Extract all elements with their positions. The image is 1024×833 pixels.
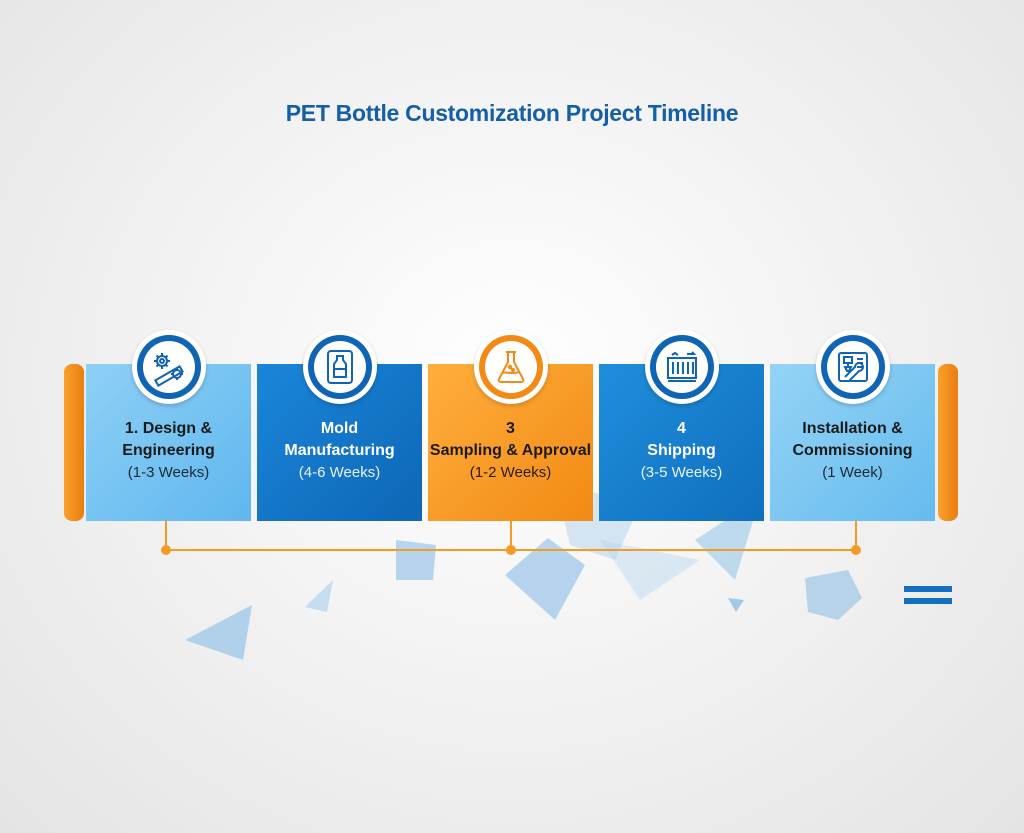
- stage-icon-badge: [815, 330, 890, 404]
- stage-icon-badge: [131, 330, 206, 404]
- timeline-connector: [161, 521, 861, 555]
- page-title: PET Bottle Customization Project Timelin…: [285, 100, 739, 126]
- stage-label: 1. Design & Engineering: [122, 420, 215, 459]
- stage-label: 4 Shipping: [647, 420, 716, 459]
- connector-node: [506, 545, 516, 555]
- stage-label: 3 Sampling & Approval: [429, 420, 592, 459]
- hamburger-menu-icon[interactable]: [904, 586, 952, 610]
- stage-icon-badge: [644, 330, 719, 404]
- timeline-end-cap-left: [64, 364, 84, 521]
- stage-duration: (3-5 Weeks): [640, 464, 723, 481]
- connector-node: [851, 545, 861, 555]
- stage-duration: (1 Week): [822, 464, 883, 481]
- stage-card-mold-manufacturing: Mold Manufacturing (4-6 Weeks): [257, 330, 422, 521]
- connector-node: [161, 545, 171, 555]
- stage-card-installation-commissioning: Installation & Commissioning (1 Week): [770, 330, 935, 521]
- stage-label: Installation & Commissioning: [792, 420, 913, 459]
- stage-icon-badge: [302, 330, 377, 404]
- shipping-container-icon: [666, 351, 697, 382]
- stage-card-design-engineering: 1. Design & Engineering (1-3 Weeks): [86, 330, 251, 521]
- stage-card-shipping: 4 Shipping (3-5 Weeks): [599, 330, 764, 521]
- stage-duration: (1-2 Weeks): [469, 464, 552, 481]
- machine-wrench-icon: [837, 352, 868, 382]
- flask-icon: [497, 351, 524, 383]
- stage-duration: (1-3 Weeks): [127, 464, 210, 481]
- stage-card-sampling-approval: 3 Sampling & Approval (1-2 Weeks): [428, 330, 593, 521]
- stage-label: Mold Manufacturing: [284, 420, 395, 459]
- stage-duration: (4-6 Weeks): [298, 464, 381, 481]
- stage-icon-badge: [473, 330, 548, 404]
- bottle-mold-icon: [326, 350, 353, 384]
- gear-ruler-icon: [153, 353, 184, 387]
- timeline-end-cap-right: [938, 364, 958, 521]
